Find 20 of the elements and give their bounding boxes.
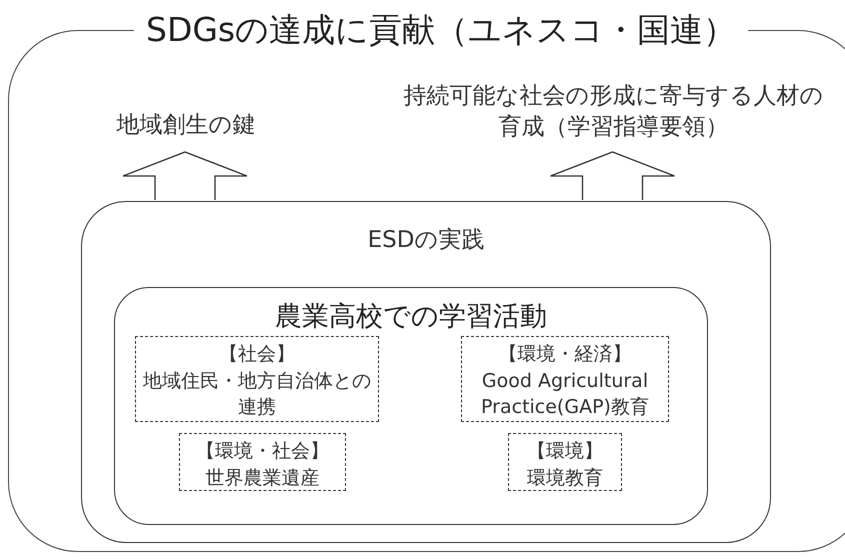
activity-box — [114, 287, 708, 525]
practice-box — [81, 201, 771, 543]
heading: 農業高校での学習活動 — [274, 300, 548, 334]
activity-text: 地域住民・地方自治体との連携 — [142, 368, 372, 420]
activity-item-box — [179, 433, 346, 491]
activity-text: 環境教育 — [526, 466, 604, 491]
block-arrow — [550, 151, 676, 201]
activity-text: Good Agricultural Practice(GAP)教育 — [480, 368, 650, 420]
activity-item-box — [508, 433, 622, 491]
category-label: 【社会】 — [218, 342, 296, 367]
category-label: 【環境・社会】 — [195, 439, 330, 464]
activity-item-box — [135, 336, 379, 422]
activity-text: 世界農業遺産 — [204, 466, 320, 491]
block-arrow — [122, 151, 248, 201]
goal-label: 地域創生の鍵 — [116, 111, 256, 140]
category-label: 【環境・経済】 — [498, 342, 632, 367]
goal-label: 持続可能な社会の形成に寄与する人材の育成（学習指導要領） — [402, 82, 824, 142]
category-label: 【環境】 — [526, 439, 604, 464]
activity-item-box — [461, 336, 669, 422]
heading: ESDの実践 — [366, 226, 486, 255]
